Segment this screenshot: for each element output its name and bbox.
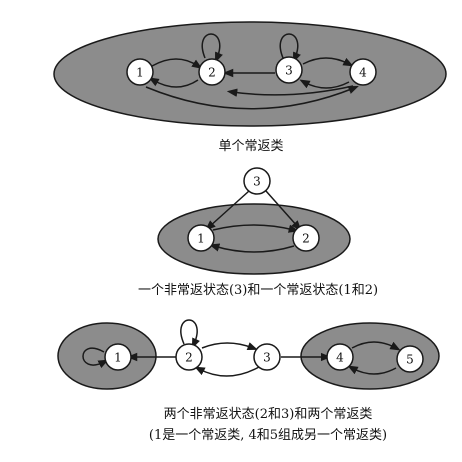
state-label: 3 [263,351,271,365]
state-label: 1 [136,66,144,80]
state-label: 1 [197,232,205,246]
panel-single-recurrent-class: 1 2 3 4 单个常返类 [53,21,447,154]
state-label: 2 [208,66,216,80]
state-label: 3 [285,64,293,78]
caption-line-2: (1是一个常返类, 4和5组成另一个常返类) [149,428,387,443]
state-node-3: 3 [253,343,281,371]
state-label: 3 [253,175,261,189]
edge-1-to-4 [145,86,359,110]
edge-1-to-2 [212,224,300,233]
edge-5-to-4 [347,365,397,375]
edge-3-to-1 [205,190,250,231]
state-node-2: 2 [292,224,320,252]
edge-3-to-2 [265,190,302,231]
edge-4-to-5 [351,341,401,351]
edge-3-to-4 [302,57,354,67]
edge-2-to-1 [148,77,199,88]
self-loop-1 [82,347,109,369]
self-loop-3 [279,33,301,63]
panel-transient-and-recurrent: 3 1 2 一个非常返状态(3)和一个常返状态(1和2) [138,167,378,298]
state-node-2: 2 [175,343,203,371]
state-node-1: 1 [104,343,132,371]
edge-1-to-2 [151,58,203,69]
caption-transient-and-recurrent: 一个非常返状态(3)和一个常返状态(1和2) [138,283,378,298]
state-label: 4 [336,351,344,365]
caption-line-1: 两个非常返状态(2和3)和两个常返类 [164,407,373,422]
caption-single-recurrent-class: 单个常返类 [218,139,283,154]
recurrent-class-region [157,203,351,275]
edge-3-to-2 [194,366,260,377]
self-loop-2 [180,319,200,349]
state-node-5: 5 [396,345,424,373]
state-node-4: 4 [349,58,377,86]
edge-4-to-3 [299,79,350,89]
state-node-1: 1 [187,224,215,252]
state-node-3: 3 [243,167,271,195]
state-node-3: 3 [275,56,303,84]
edge-2-to-3 [201,342,258,351]
state-label: 2 [185,351,193,365]
state-label: 5 [406,353,414,367]
state-label: 1 [114,351,122,365]
state-label: 2 [302,232,310,246]
recurrent-class-region [53,21,447,127]
state-node-2: 2 [198,58,226,86]
edge-4-to-2 [226,85,354,97]
state-node-1: 1 [126,58,154,86]
panel-two-transient-two-recurrent-classes: 1 2 3 4 5 两个非常返状态(2和3)和两个常返类 (1是一个常返类, 4… [57,319,440,443]
self-loop-2 [201,33,223,63]
edge-2-to-1 [208,243,295,253]
recurrent-class-region-4-5 [300,322,440,390]
state-label: 4 [359,66,367,80]
state-node-4: 4 [326,343,354,371]
